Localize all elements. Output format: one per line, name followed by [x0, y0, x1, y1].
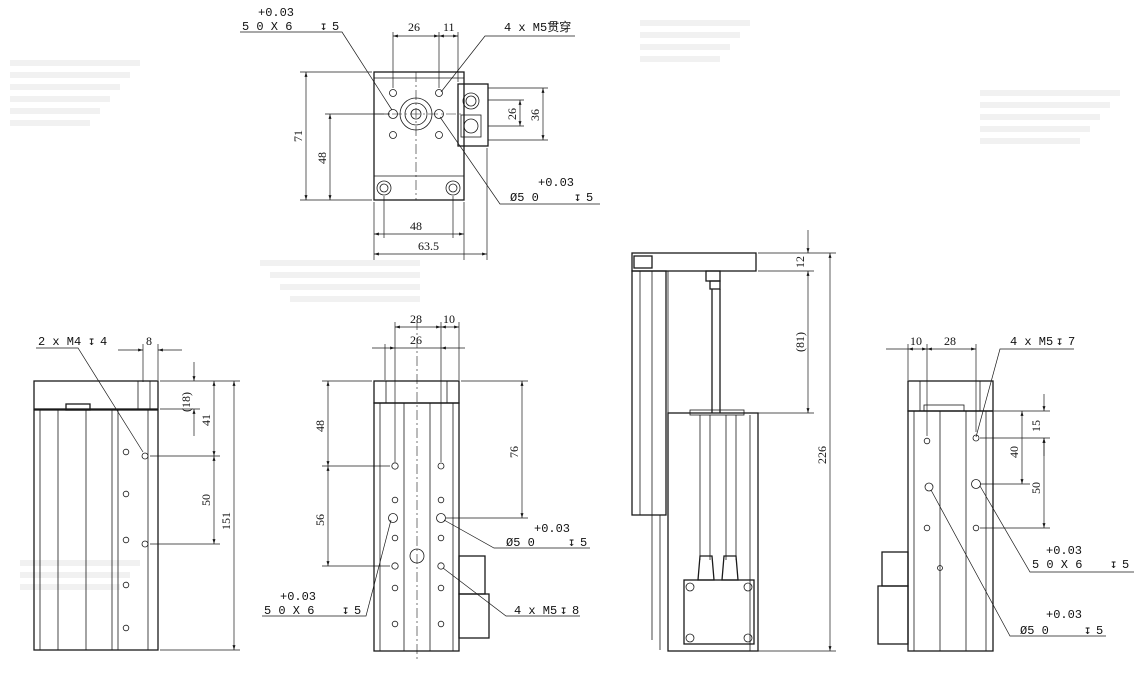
left-dim-18: (18)	[179, 392, 193, 412]
top-pin-depth: 5	[332, 20, 339, 34]
front-pin-depth-icon: ↧	[342, 604, 349, 618]
top-dim-48-h: 48	[410, 219, 422, 233]
left-holes	[122, 448, 149, 632]
right-dim-15: 15	[1029, 420, 1043, 432]
left-m4-depth-icon: ↧	[88, 335, 95, 349]
top-pin-depth-icon: ↧	[320, 20, 327, 34]
front-dim-26: 26	[410, 333, 422, 347]
right-dim-10: 10	[910, 334, 922, 348]
front-holes	[388, 462, 446, 628]
top-dim-11: 11	[443, 20, 455, 34]
ext-dim-81: (81)	[793, 332, 807, 352]
left-dim-41: 41	[199, 414, 213, 426]
right-view: 10 28 4 x M5 ↧ 7 15 40 50 +0.03 5 0 X 6 …	[877, 334, 1134, 652]
ext-motor-box	[683, 579, 755, 645]
right-m5-depth-icon: ↧	[1056, 335, 1063, 349]
left-dim-8: 8	[146, 334, 152, 348]
right-dim-28: 28	[944, 334, 956, 348]
right-dim-50: 50	[1029, 482, 1043, 494]
front-top-plate	[373, 380, 460, 404]
right-holes	[923, 434, 981, 571]
top-pin-main: 5 0 X 6	[242, 20, 292, 34]
right-phi-tol: +0.03	[1046, 608, 1082, 622]
right-pin-depth: 5	[1122, 558, 1129, 572]
right-pin-depth-icon: ↧	[1110, 558, 1117, 572]
top-phi-depth: 5	[586, 191, 593, 205]
front-body	[373, 402, 460, 652]
front-m5-label: 4 x M5	[514, 604, 557, 618]
front-dim-76: 76	[507, 446, 521, 458]
right-motor	[881, 551, 909, 587]
right-phi-depth-icon: ↧	[1084, 624, 1091, 638]
front-dim-10: 10	[443, 312, 455, 326]
right-dim-40: 40	[1007, 446, 1021, 458]
top-phi-tol: +0.03	[538, 176, 574, 190]
top-dim-71: 71	[291, 130, 305, 142]
top-view: 26 11 4 x M5贯穿 +0.03 5 0 X 6 ↧ 5 71 48 2…	[240, 6, 600, 260]
top-dim-63-5: 63.5	[418, 239, 439, 253]
right-m5-depth: 7	[1068, 335, 1075, 349]
front-phi-main: Ø5 0	[506, 536, 535, 550]
top-phi-depth-icon: ↧	[574, 191, 581, 205]
front-dim-48: 48	[313, 420, 327, 432]
ext-top-plate	[631, 252, 757, 272]
right-m5-label: 4 x M5	[1010, 335, 1053, 349]
left-top-plate	[33, 380, 159, 410]
front-m5-depth: 8	[572, 604, 579, 618]
front-dim-28: 28	[410, 312, 422, 326]
front-pin-main: 5 0 X 6	[264, 604, 314, 618]
front-m5-depth-icon: ↧	[560, 604, 567, 618]
front-phi-depth-icon: ↧	[568, 536, 575, 550]
front-pin-depth: 5	[354, 604, 361, 618]
ext-body	[667, 412, 759, 652]
top-callout-through: 4 x M5贯穿	[504, 19, 571, 35]
front-phi-tol: +0.03	[534, 522, 570, 536]
left-dim-151: 151	[219, 512, 233, 530]
top-body	[373, 71, 465, 201]
right-pin-main: 5 0 X 6	[1032, 558, 1082, 572]
top-pin-tol: +0.03	[258, 6, 294, 20]
left-m4-depth: 4	[100, 335, 107, 349]
left-body	[33, 409, 159, 651]
front-dim-56: 56	[313, 514, 327, 526]
right-body	[907, 410, 994, 652]
top-phi-main: Ø5 0	[510, 191, 539, 205]
left-dim-50: 50	[199, 494, 213, 506]
right-pin-tol: +0.03	[1046, 544, 1082, 558]
right-phi-main: Ø5 0	[1020, 624, 1049, 638]
ext-guide	[631, 270, 667, 516]
front-motor	[458, 555, 486, 595]
right-phi-depth: 5	[1096, 624, 1103, 638]
top-dim-26-v: 26	[505, 108, 519, 120]
top-dim-26: 26	[408, 20, 420, 34]
top-motor-block	[457, 83, 489, 147]
front-phi-depth: 5	[580, 536, 587, 550]
left-m4-label: 2 x M4	[38, 335, 81, 349]
ext-dim-226: 226	[815, 446, 829, 464]
left-view: 2 x M4 ↧ 4 8 (18) 41 50 151	[33, 334, 240, 651]
watermark	[10, 20, 1120, 590]
extended-view: 12 (81) 226	[631, 230, 836, 652]
front-pin-tol: +0.03	[280, 590, 316, 604]
top-dim-36-v: 36	[528, 109, 542, 121]
front-view: 28 10 26 48 56 76 +0.03 Ø5 0 ↧ 5 4 x M5 …	[262, 312, 590, 660]
top-dim-48-v: 48	[315, 152, 329, 164]
ext-dim-12: 12	[793, 256, 807, 268]
